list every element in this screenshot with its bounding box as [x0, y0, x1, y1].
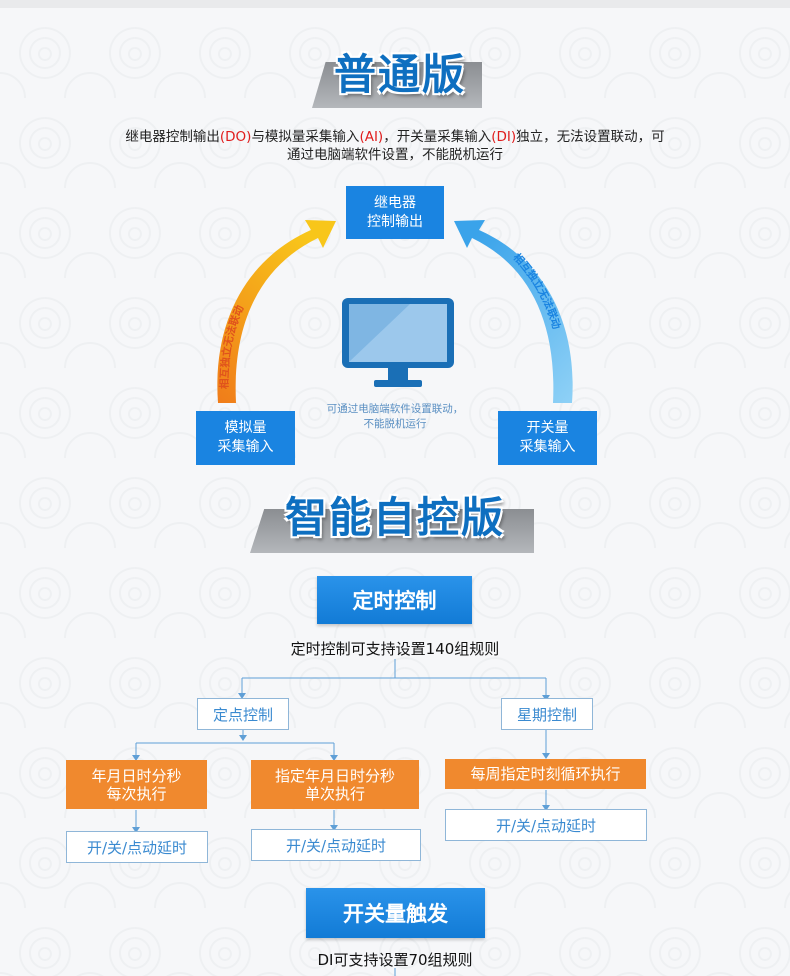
- relay-line2: 控制输出: [367, 213, 423, 230]
- every-time-line2: 每次执行: [106, 784, 167, 803]
- every-time-line1: 年月日时分秒: [91, 766, 182, 785]
- section2-title: 智能自控版: [284, 493, 505, 542]
- single-time-box: 指定年月日时分秒 单次执行: [251, 760, 419, 809]
- monitor-note-line1: 可通过电脑端软件设置联动，: [326, 403, 464, 415]
- delay-box-3: 开/关/点动延时: [445, 809, 647, 841]
- switch-line2: 采集输入: [519, 439, 576, 455]
- desc-part: 与模拟量采集输入: [251, 129, 360, 145]
- desc-part: ，开关量采集输入: [383, 129, 492, 145]
- weekly-loop-box: 每周指定时刻循环执行: [445, 759, 646, 789]
- desc-part: 继电器控制输出: [125, 129, 220, 145]
- monitor-note: 可通过电脑端软件设置联动， 不能脱机运行: [300, 402, 490, 432]
- analog-line1: 模拟量: [224, 420, 267, 436]
- switch-line1: 开关量: [526, 420, 569, 436]
- relay-line1: 继电器: [374, 194, 416, 211]
- monitor-icon: [342, 298, 454, 387]
- section1-title: 普通版: [333, 50, 466, 99]
- desc-line2: 通过电脑端软件设置，不能脱机运行: [287, 147, 503, 163]
- timer-control-button[interactable]: 定时控制: [317, 576, 472, 624]
- relay-output-box: 继电器 控制输出: [346, 186, 444, 239]
- desc-di: (DI): [491, 129, 517, 145]
- curved-arrow-left-icon: [217, 220, 336, 403]
- single-time-line1: 指定年月日时分秒: [274, 766, 395, 785]
- section1-description: 继电器控制输出(DO)与模拟量采集输入(AI)，开关量采集输入(DI)独立，无法…: [60, 128, 730, 164]
- desc-part: 独立，无法设置联动，可: [516, 129, 665, 145]
- switch-input-box: 开关量 采集输入: [498, 411, 597, 465]
- top-divider: [0, 0, 790, 8]
- monitor-note-line2: 不能脱机运行: [363, 418, 427, 430]
- delay-box-1: 开/关/点动延时: [66, 831, 208, 863]
- delay-box-2: 开/关/点动延时: [251, 829, 421, 861]
- analog-input-box: 模拟量 采集输入: [196, 411, 295, 465]
- section1-title-plate: [312, 62, 482, 108]
- section2-title-plate: [250, 509, 534, 553]
- switch-trigger-button[interactable]: 开关量触发: [306, 888, 485, 938]
- weekly-control-box: 星期控制: [501, 698, 593, 730]
- analog-line2: 采集输入: [217, 439, 274, 455]
- desc-do: (DO): [219, 129, 252, 145]
- fixed-point-control-box: 定点控制: [197, 698, 289, 730]
- single-time-line2: 单次执行: [304, 784, 365, 803]
- cloud-pattern-background: [0, 8, 790, 976]
- desc-ai: (AI): [359, 129, 384, 145]
- curved-arrow-right-icon: [454, 220, 573, 403]
- timer-rule-text: 定时控制可支持设置140组规则: [290, 640, 500, 658]
- switch-trigger-rule-text: DI可支持设置70组规则: [317, 951, 473, 969]
- every-time-box: 年月日时分秒 每次执行: [66, 760, 207, 809]
